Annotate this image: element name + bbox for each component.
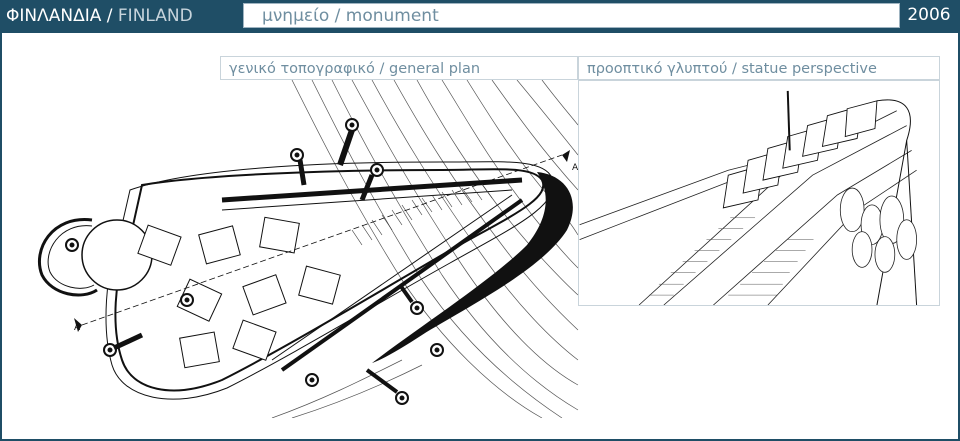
title-bar: ΦΙΝΛΑΝΔΙΑ / FINLAND μνημείο / monument 2…: [0, 0, 960, 33]
hatched-ramp: [351, 183, 493, 246]
country-english: FINLAND: [117, 6, 193, 26]
country-title: ΦΙΝΛΑΝΔΙΑ / FINLAND: [6, 4, 193, 29]
plan-blocks: [137, 216, 341, 369]
contour-lines: [271, 80, 579, 418]
statue-perspective-label: προοπτικό γλυπτού / statue perspective: [578, 56, 940, 80]
section-line: [81, 154, 563, 326]
trees: [839, 187, 917, 273]
ramp-hatching: [648, 217, 814, 296]
statue-fins: [722, 100, 878, 209]
lamp-posts: [65, 118, 444, 405]
statue-spire: [786, 90, 791, 151]
circular-plaza: [37, 218, 153, 297]
section-arrow-right: [562, 150, 570, 162]
section-arrow-left: [74, 318, 82, 332]
statue-perspective-drawing: [578, 80, 940, 306]
general-plan-drawing: A A: [37, 80, 579, 418]
subject-title: μνημείο / monument: [243, 3, 900, 28]
section-mark-left: A: [74, 323, 81, 333]
country-greek: ΦΙΝΛΑΝΔΙΑ /: [6, 6, 113, 26]
year-label: 2006: [907, 5, 951, 25]
hill-shadow: [372, 172, 573, 363]
section-mark-right: A: [572, 163, 579, 173]
general-plan-label: γενικό τοπογραφικό / general plan: [220, 56, 578, 80]
